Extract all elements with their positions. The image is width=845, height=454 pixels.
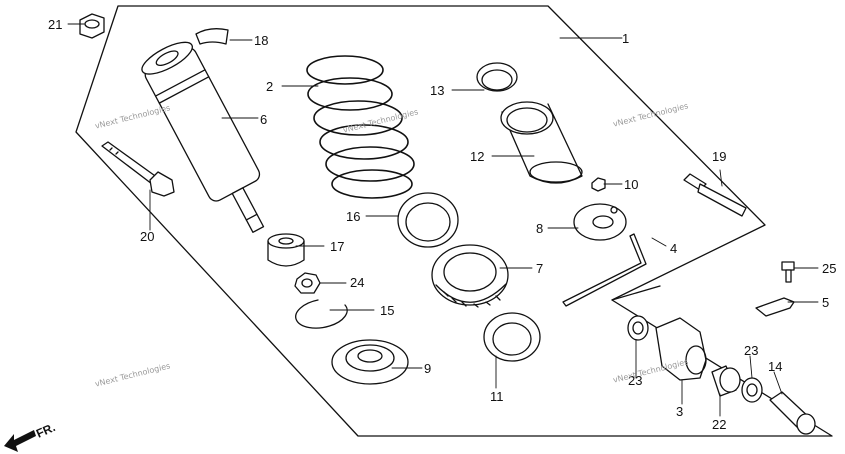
dust-seal-right (741, 377, 763, 403)
callout-14: 14 (768, 359, 783, 374)
callout-5: 5 (822, 295, 830, 310)
collar-13 (476, 62, 518, 92)
callout-21: 21 (48, 17, 63, 32)
callout-16: 16 (346, 209, 361, 224)
needle-bearing (711, 365, 741, 397)
circlip (295, 299, 348, 329)
bolt-19 (683, 173, 747, 217)
callout-4: 4 (670, 241, 678, 256)
frame-break-line (611, 285, 661, 301)
front-arrow-icon (4, 430, 36, 452)
callout-13: 13 (430, 83, 445, 98)
callout-3: 3 (676, 404, 684, 419)
callout-25: 25 (822, 261, 837, 276)
callout-17: 17 (330, 239, 345, 254)
leader-lines (67, 23, 819, 417)
bolt-20 (101, 141, 175, 197)
callout-7: 7 (536, 261, 544, 276)
callout-24: 24 (350, 275, 365, 290)
spring-adjuster (431, 244, 509, 308)
coil-spring (306, 55, 415, 199)
adjuster-rod (562, 233, 647, 307)
shock-body (141, 41, 265, 233)
nut-24 (294, 272, 321, 294)
callout-20: 20 (140, 229, 155, 244)
clip-5 (755, 297, 795, 317)
callout-10: 10 (624, 177, 639, 192)
callout-12: 12 (470, 149, 485, 164)
dust-seal-left (627, 315, 649, 341)
adjuster-plate (573, 203, 627, 241)
bump-stopper (267, 233, 305, 267)
callout-18: 18 (254, 33, 269, 48)
callout-8: 8 (536, 221, 544, 236)
collar-14 (769, 391, 816, 435)
callout-1: 1 (622, 31, 630, 46)
collar-11 (483, 312, 541, 362)
spring-seat-lower (331, 339, 409, 385)
bolt-25 (781, 261, 795, 283)
callout-19: 19 (712, 149, 727, 164)
dust-boot (500, 101, 583, 184)
lower-clevis (655, 317, 707, 381)
callout-15: 15 (380, 303, 395, 318)
callout-6: 6 (260, 112, 268, 127)
callout-2: 2 (266, 79, 274, 94)
nut-21 (79, 13, 105, 39)
nut-10 (591, 177, 606, 192)
callout-22: 22 (712, 417, 727, 432)
stopper-ring (195, 28, 229, 45)
callout-23-right: 23 (744, 343, 759, 358)
callout-9: 9 (424, 361, 432, 376)
callout-23-left: 23 (628, 373, 643, 388)
spring-seat-16 (397, 192, 459, 248)
callout-11: 11 (490, 389, 504, 404)
